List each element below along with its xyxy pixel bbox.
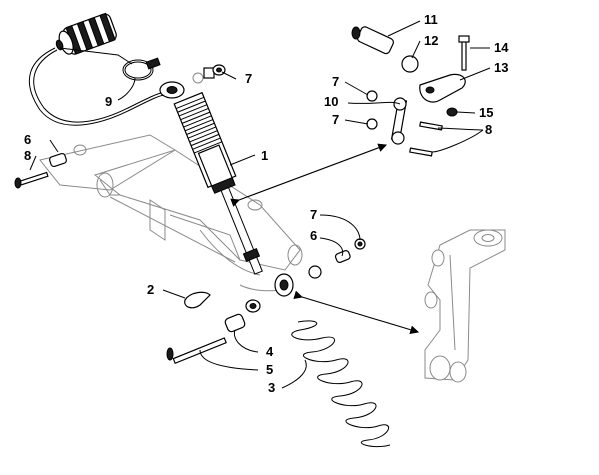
hose-clamp: [122, 57, 161, 81]
callout-11: 11: [424, 12, 438, 27]
callout-15: 15: [479, 105, 493, 120]
shock-reservoir: [28, 12, 166, 126]
callout-10: 10: [324, 94, 338, 109]
assembly-arrows: [230, 143, 420, 334]
coil-spring: [291, 320, 391, 448]
callout-9: 9: [105, 94, 112, 109]
left-mount-hardware: [14, 144, 87, 189]
leader-lines: [29, 20, 491, 389]
callout-6-right: 6: [310, 228, 317, 243]
callout-13: 13: [494, 60, 508, 75]
callout-2: 2: [147, 282, 154, 297]
callout-1: 1: [261, 148, 268, 163]
shock-absorber: [159, 81, 294, 297]
top-mount-hardware: [192, 64, 226, 84]
callout-7-link-upper: 7: [332, 74, 339, 89]
callout-7-top: 7: [245, 71, 252, 86]
callout-14: 14: [494, 40, 509, 55]
callout-12: 12: [424, 33, 438, 48]
callout-8-left: 8: [24, 148, 31, 163]
callout-3: 3: [268, 380, 275, 395]
linkage-assembly: [351, 26, 470, 157]
lower-mount-hardware: [166, 199, 366, 365]
callout-4: 4: [266, 344, 274, 359]
callout-8-right: 8: [485, 122, 492, 137]
callout-5: 5: [266, 362, 273, 377]
callout-7-lower: 7: [310, 207, 317, 222]
callout-6-left: 6: [24, 132, 31, 147]
rear-knuckle-bracket: [424, 229, 506, 383]
callout-7-link-lower: 7: [332, 112, 339, 127]
callout-labels: 1 2 3 4 5 6 6 7 7 7 7 8 8 9 10 11 12 13 …: [24, 12, 509, 395]
